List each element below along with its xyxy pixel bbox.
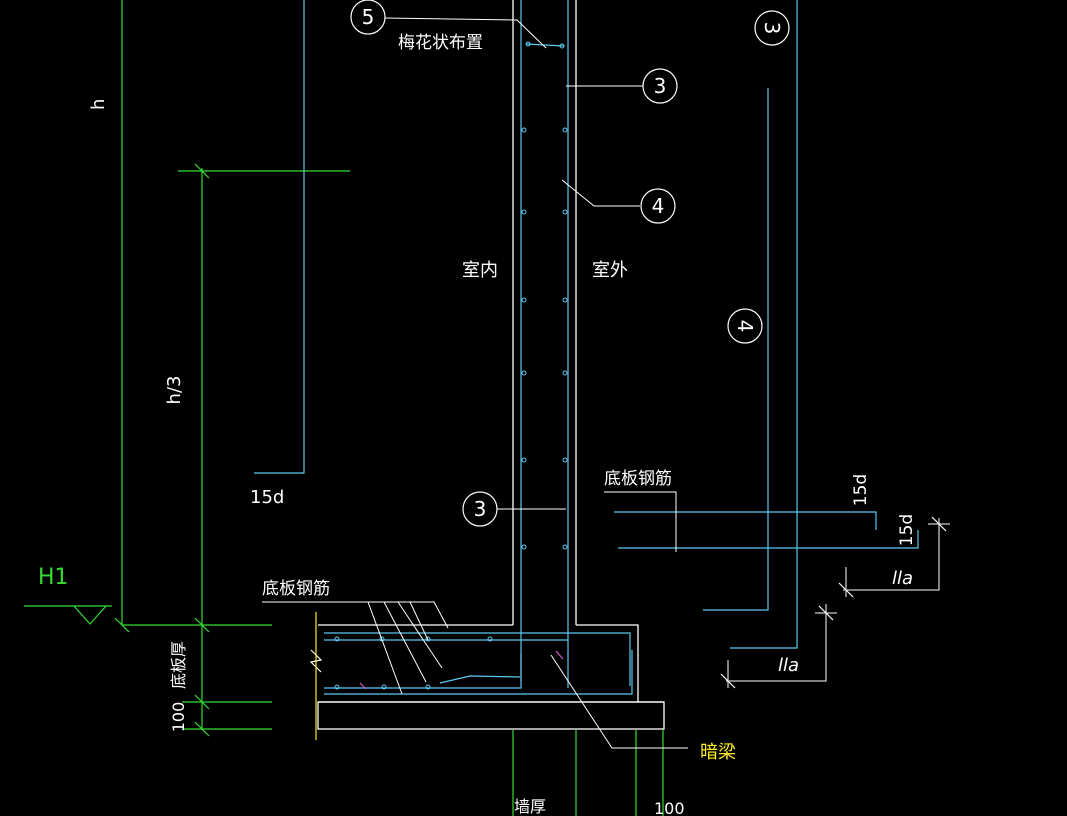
label-dark-beam: 暗梁 xyxy=(700,742,736,763)
wall-rebars xyxy=(254,0,919,695)
label-15d-left: 15d xyxy=(250,487,284,508)
callout-3-mid: 3 xyxy=(474,497,487,521)
h1-level-marker xyxy=(24,605,112,625)
label-100-bottom: 100 xyxy=(654,799,685,816)
callout-3-top: 3 xyxy=(654,74,667,98)
label-wall-thickness: 墙厚 xyxy=(514,797,546,816)
label-indoor: 室内 xyxy=(462,260,498,281)
label-h1: H1 xyxy=(38,565,69,590)
label-outdoor: 室外 xyxy=(592,260,628,281)
label-100: 100 xyxy=(169,702,188,733)
callout-circles xyxy=(350,0,790,527)
callout-5: 5 xyxy=(362,5,375,29)
wall-outline xyxy=(317,0,665,730)
label-15d-top: 15d xyxy=(851,474,871,506)
slab-detail-rebars xyxy=(359,650,564,690)
label-h: h xyxy=(88,99,109,110)
dimension-lines xyxy=(114,0,664,816)
label-h-third: h/3 xyxy=(164,376,185,405)
text-labels: h h/3 15d H1 底板厚 100 墙厚 100 室内 室外 梅花状布置 … xyxy=(38,33,917,816)
label-15d-bottom: 15d xyxy=(897,514,917,546)
callout-4-right: 4 xyxy=(733,320,757,333)
label-slab-rebar-right: 底板钢筋 xyxy=(604,469,672,489)
label-slab-rebar-left: 底板钢筋 xyxy=(262,579,330,599)
rebar-dots xyxy=(334,41,568,690)
callout-3-right: 3 xyxy=(760,22,784,35)
label-lla-upper: lla xyxy=(892,568,913,589)
leader-lines xyxy=(262,17,950,749)
callout-numbers: 5 3 4 3 3 4 xyxy=(362,5,784,521)
lla-ticks xyxy=(720,516,947,689)
label-plum-blossom: 梅花状布置 xyxy=(398,33,483,53)
label-lla-lower: lla xyxy=(778,655,799,676)
label-slab-thickness: 底板厚 xyxy=(169,641,188,689)
callout-4-mid: 4 xyxy=(652,194,665,218)
